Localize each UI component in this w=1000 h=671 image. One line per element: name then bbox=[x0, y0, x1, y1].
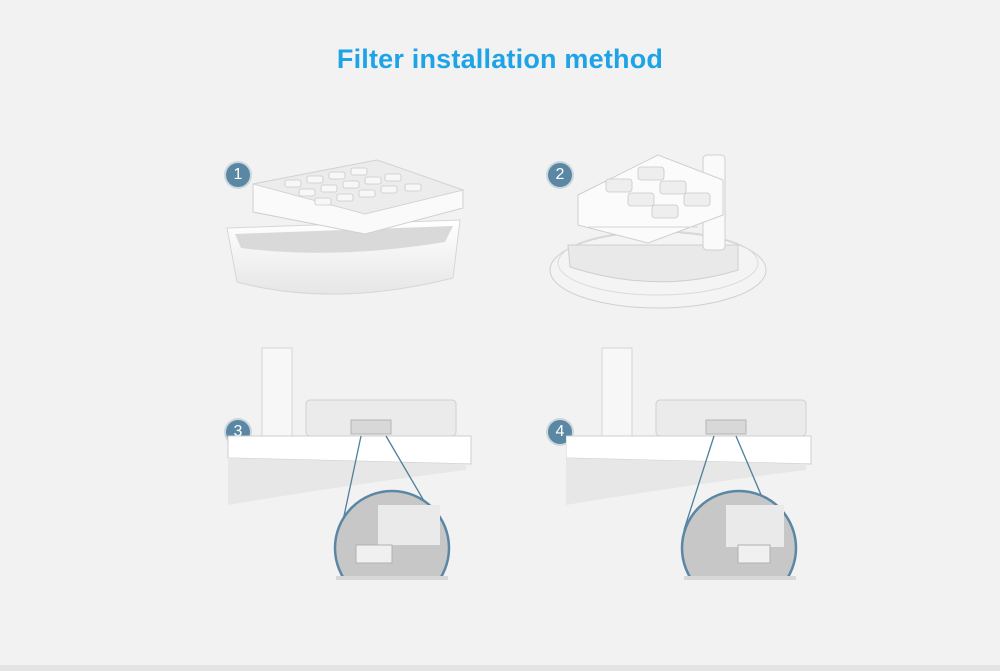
step-2-badge: 2 bbox=[548, 163, 572, 187]
page-title: Filter installation method bbox=[336, 44, 664, 74]
clip-alignment-illustration-step-3 bbox=[227, 347, 472, 580]
step-4-badge: 4 bbox=[548, 420, 572, 444]
filter-in-base-illustration bbox=[549, 154, 767, 309]
clip-alignment-illustration-step-4 bbox=[566, 347, 812, 580]
bottom-divider bbox=[0, 665, 1000, 671]
step-1-badge: 1 bbox=[226, 163, 250, 187]
filter-cartridge-illustration bbox=[226, 159, 465, 295]
